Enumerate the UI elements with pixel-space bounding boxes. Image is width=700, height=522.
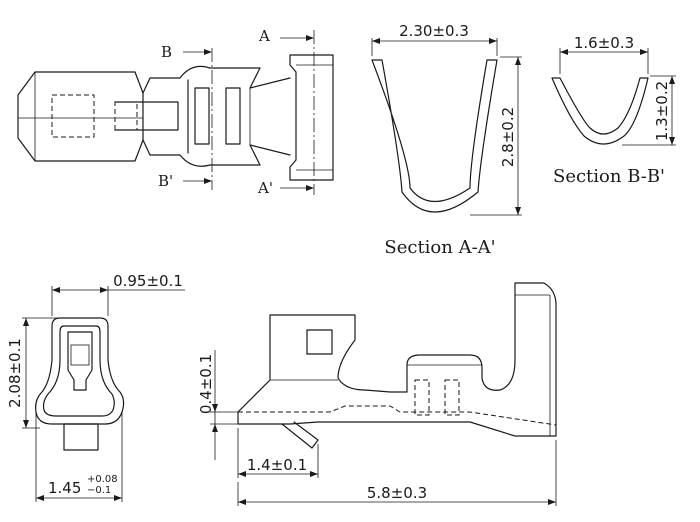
end-view-inner-rect xyxy=(70,344,90,366)
ev-top-arrow-left xyxy=(52,287,60,293)
sv-tab-arrow-left xyxy=(238,471,246,477)
contact-head-outline xyxy=(17,71,144,162)
bb-height-arrow-bottom xyxy=(669,137,675,145)
end-view: 0.95±0.1 2.08±0.1 1.45 +0.08 −0.1 xyxy=(6,272,185,502)
side-lance xyxy=(281,421,319,449)
section-bb-outline xyxy=(551,77,649,145)
sv-thickness-dim: 0.4±0.1 xyxy=(197,354,215,414)
section-aa-view: 2.30±0.3 2.8±0.2 Section A-A' xyxy=(371,22,522,258)
bb-width-dim: 1.6±0.3 xyxy=(574,34,634,52)
section-bb-view: 1.6±0.3 1.3±0.2 Section B-B' xyxy=(551,34,676,187)
label-b: B xyxy=(161,43,172,61)
ev-bottom-dim-base: 1.45 xyxy=(48,479,81,497)
insulation-barrel xyxy=(289,54,334,181)
aa-width-arrow-left xyxy=(372,38,380,44)
ev-height-arrow-top xyxy=(23,318,29,326)
ev-bottom-arrow-right xyxy=(114,495,122,501)
barrel-slot-right xyxy=(225,87,241,145)
bb-height-dim: 1.3±0.2 xyxy=(653,81,671,141)
label-a: A xyxy=(258,27,270,45)
aa-width-arrow-right xyxy=(489,38,497,44)
section-aa-caption: Section A-A' xyxy=(384,237,495,258)
side-hidden-slot-right xyxy=(444,379,460,416)
ev-bottom-dim-tol-lower: −0.1 xyxy=(87,485,111,496)
tongue-hidden-box xyxy=(114,101,138,131)
sv-length-arrow-right xyxy=(548,499,556,505)
top-view: B B' A A' xyxy=(17,27,334,197)
arrow-a-prime-head xyxy=(306,185,314,191)
ev-top-arrow-right xyxy=(100,287,108,293)
sv-thick-arrow-top xyxy=(212,404,218,412)
side-view: 0.4±0.1 1.4±0.1 5.8±0.3 xyxy=(197,282,557,506)
section-bb-caption: Section B-B' xyxy=(553,166,665,187)
sv-length-dim: 5.8±0.3 xyxy=(367,484,427,502)
sv-length-arrow-left xyxy=(238,499,246,505)
side-hidden-slot-left xyxy=(414,379,430,416)
sv-tab-dim: 1.4±0.1 xyxy=(247,456,307,474)
label-a-prime: A' xyxy=(257,179,273,197)
tongue-outline xyxy=(114,101,179,131)
bb-width-arrow-left xyxy=(560,49,568,55)
end-view-window xyxy=(67,331,93,391)
neck-upper xyxy=(142,65,291,94)
label-b-prime: B' xyxy=(158,172,173,190)
neck-lower xyxy=(142,139,291,167)
arrow-a-head xyxy=(306,35,314,41)
bb-height-arrow-top xyxy=(669,76,675,84)
aa-width-dim: 2.30±0.3 xyxy=(399,22,469,40)
bb-width-arrow-right xyxy=(640,49,648,55)
end-view-outer xyxy=(35,317,125,425)
aa-height-arrow-bottom xyxy=(515,207,521,215)
section-aa-outer xyxy=(371,59,498,213)
ev-height-arrow-bottom xyxy=(23,420,29,428)
aa-height-dim: 2.8±0.2 xyxy=(499,107,517,167)
sv-tab-arrow-right xyxy=(310,471,318,477)
ev-bottom-arrow-left xyxy=(36,495,44,501)
side-window xyxy=(306,329,333,355)
barrel-slot-left xyxy=(194,87,210,145)
arrow-b-head xyxy=(204,49,212,55)
aa-height-arrow-top xyxy=(515,57,521,65)
end-view-stem xyxy=(63,423,99,451)
arrow-b-prime-head xyxy=(204,178,212,184)
side-view-profile xyxy=(237,282,557,437)
end-view-inner xyxy=(42,325,115,417)
side-hidden-upper xyxy=(238,405,557,426)
ev-bottom-dim-tol-upper: +0.08 xyxy=(87,474,118,485)
ev-width-dim: 0.95±0.1 xyxy=(113,272,183,290)
sv-thick-arrow-bottom xyxy=(212,424,218,432)
ev-height-dim: 2.08±0.1 xyxy=(6,338,24,408)
head-hidden-box xyxy=(51,94,95,138)
